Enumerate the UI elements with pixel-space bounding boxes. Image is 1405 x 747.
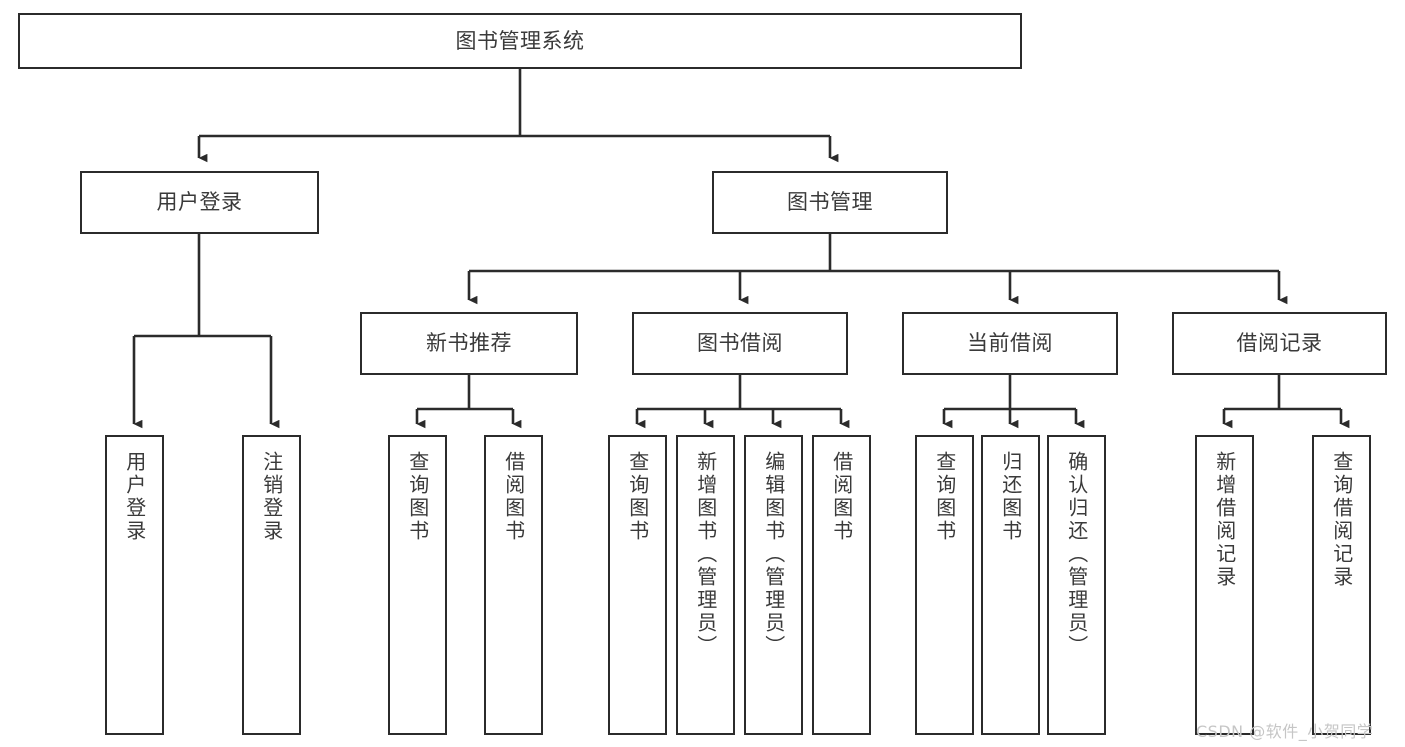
node-label: 查询图书 [932,451,957,543]
leaf-borrow-book[interactable]: 借阅图书 [812,435,871,735]
node-new-book-recommend[interactable]: 新书推荐 [360,312,578,375]
leaf-user-login[interactable]: 用户登录 [105,435,164,735]
node-label: 注销登录 [259,451,284,543]
node-label: 新增借阅记录 [1212,451,1237,589]
leaf-return-book[interactable]: 归还图书 [981,435,1040,735]
node-label: 当前借阅 [967,331,1053,356]
node-book-borrow[interactable]: 图书借阅 [632,312,848,375]
leaf-add-borrow-record[interactable]: 新增借阅记录 [1195,435,1254,735]
node-label: 借阅图书 [829,451,854,543]
node-book-management[interactable]: 图书管理 [712,171,948,234]
leaf-query-book-borrow[interactable]: 查询图书 [608,435,667,735]
node-label: 借阅记录 [1236,331,1323,356]
node-label: 归还图书 [998,451,1023,543]
csdn-watermark: CSDN @软件_小贺同学 [1196,722,1374,741]
leaf-edit-book-admin[interactable]: 编辑图书（管理员） [744,435,803,735]
node-label: 查询借阅记录 [1329,451,1354,589]
node-book-management-system[interactable]: 图书管理系统 [18,13,1022,69]
node-label: 新增图书（管理员） [693,451,718,658]
node-label: 用户登录 [156,190,243,215]
leaf-borrow-book-recommend[interactable]: 借阅图书 [484,435,543,735]
node-label: 查询图书 [625,451,650,543]
node-current-borrow[interactable]: 当前借阅 [902,312,1118,375]
leaf-add-book-admin[interactable]: 新增图书（管理员） [676,435,735,735]
node-label: 查询图书 [405,451,430,543]
node-borrow-record[interactable]: 借阅记录 [1172,312,1387,375]
node-label: 图书管理 [787,190,873,215]
node-label: 图书借阅 [697,331,783,356]
leaf-query-borrow-record[interactable]: 查询借阅记录 [1312,435,1371,735]
node-label: 借阅图书 [501,451,526,543]
node-user-login[interactable]: 用户登录 [80,171,319,234]
node-label: 用户登录 [122,451,147,543]
node-label: 新书推荐 [426,331,512,356]
node-label: 编辑图书（管理员） [761,451,786,658]
leaf-logout[interactable]: 注销登录 [242,435,301,735]
node-label: 确认归还（管理员） [1064,451,1089,658]
leaf-query-book-recommend[interactable]: 查询图书 [388,435,447,735]
leaf-query-book-current[interactable]: 查询图书 [915,435,974,735]
node-label: 图书管理系统 [455,28,585,53]
leaf-confirm-return-admin[interactable]: 确认归还（管理员） [1047,435,1106,735]
